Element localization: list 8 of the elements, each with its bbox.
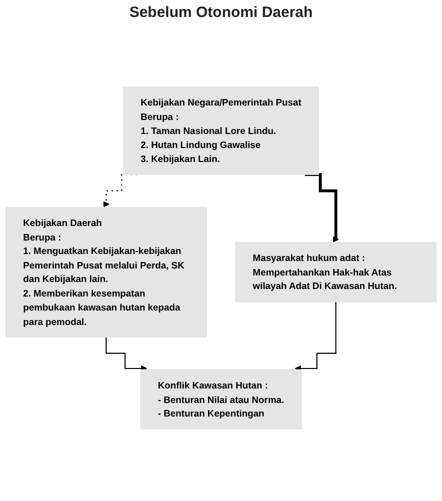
node-box: Masyarakat hukum adat : Mempertahankan Hak-hak Atas wilayah Adat Di Kawasan Hutan. bbox=[235, 242, 437, 302]
arrow bbox=[304, 173, 339, 243]
node-box: Kebijakan Daerah Berupa : 1. Menguatkan Kebijakan-kebijakan Pemerintah Pusat melalui Perda, SK dan Kebijakan lain. 2. Memberikan kesempatan pembukaan kawasan hutan kepada para pemodal. bbox=[5, 206, 207, 338]
node-box: Konflik Kawasan Hutan : - Benturan Nilai atau Norma. - Benturan Kepentingan bbox=[140, 369, 302, 430]
arrow bbox=[294, 301, 336, 372]
diagram-title: Sebelum Otonomi Daerah bbox=[128, 4, 314, 21]
node-box: Kebijakan Negara/Pemerintah Pusat Berupa : 1. Taman Nasional Lore Lindu. 2. Hutan Lindung Gawalise 3. Kebijakan Lain. bbox=[122, 86, 320, 175]
arrow bbox=[106, 336, 148, 372]
